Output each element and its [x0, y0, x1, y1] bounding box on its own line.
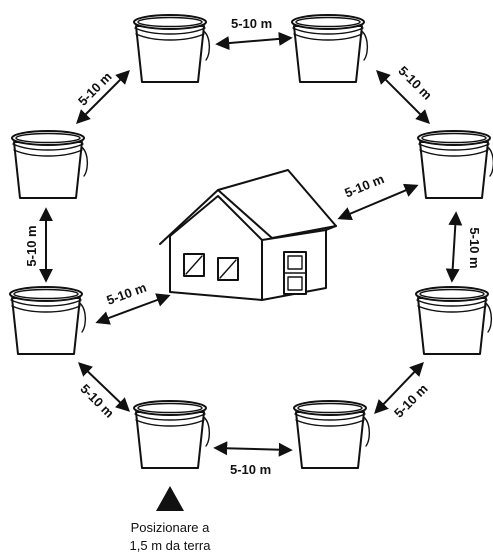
- arrow-upper-left: [76, 70, 130, 124]
- distance-label-house-right: 5-10 m: [342, 171, 386, 200]
- bucket-icon-top-left: [133, 14, 211, 83]
- distance-label-lower-right: 5-10 m: [391, 381, 431, 421]
- bucket-icon-upper-left: [11, 130, 89, 199]
- arrow-bottom: [213, 441, 293, 457]
- distance-label-left: 5-10 m: [24, 225, 39, 266]
- bucket-icon-bottom-left: [133, 400, 211, 469]
- bucket-icon-top-right: [291, 14, 369, 83]
- triangle-marker-icon: [156, 486, 184, 511]
- distance-label-top: 5-10 m: [231, 16, 272, 31]
- arrow-top: [215, 31, 293, 51]
- bucket-icon-lower-left: [9, 286, 87, 355]
- house-icon: [159, 169, 337, 301]
- distance-label-house-left: 5-10 m: [105, 280, 149, 308]
- arrow-house-left: [95, 293, 171, 325]
- distance-label-upper-left: 5-10 m: [75, 69, 115, 109]
- arrow-house-right: [337, 183, 419, 221]
- arrow-right: [445, 211, 463, 283]
- bucket-icon-bottom-right: [293, 400, 371, 469]
- distance-label-lower-left: 5-10 m: [77, 381, 117, 421]
- bucket-icon-upper-right: [417, 130, 493, 199]
- arrow-lower-right: [374, 361, 424, 415]
- bucket-icon-lower-right: [415, 286, 493, 355]
- distance-label-right: 5-10 m: [467, 227, 482, 268]
- arrow-upper-right: [376, 70, 430, 124]
- arrow-lower-left: [77, 362, 131, 412]
- distance-label-upper-right: 5-10 m: [395, 63, 435, 103]
- caption-line-1: Posizionare a: [131, 520, 211, 535]
- distance-label-bottom: 5-10 m: [230, 462, 271, 477]
- distance-arrows: [39, 31, 463, 457]
- caption-line-2: 1,5 m da terra: [130, 538, 212, 553]
